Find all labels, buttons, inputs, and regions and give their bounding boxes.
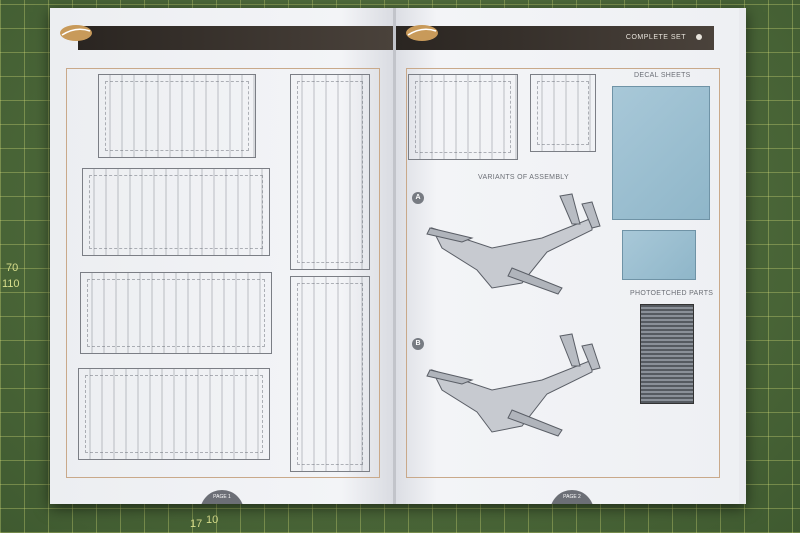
- decal-sheet-small: [622, 230, 696, 280]
- photoetch-fret: [640, 304, 694, 404]
- ruler-number: 110: [2, 278, 20, 290]
- aircraft-variant-b-drawing: [426, 333, 601, 437]
- variants-heading: VARIANTS OF ASSEMBLY: [478, 174, 569, 181]
- decal-sheet-large: [612, 86, 710, 220]
- sprue-B: [82, 168, 270, 256]
- sprue-D: [78, 368, 270, 460]
- right-banner: COMPLETE SET: [396, 26, 714, 50]
- aircraft-variant-a-drawing: [426, 193, 601, 295]
- ruler-number: 17: [190, 518, 203, 530]
- ruler-number: 70: [6, 262, 19, 274]
- sprue-C: [80, 272, 272, 354]
- left-page-tab: PAGE 1: [200, 490, 244, 504]
- sprue-F: [290, 276, 370, 472]
- sprue-E: [290, 74, 370, 270]
- booklet-spine: [393, 8, 396, 504]
- sprue-H: [530, 74, 596, 152]
- brand-logo: [60, 25, 92, 41]
- sprue-frame: [66, 68, 380, 478]
- banner-dot-icon: [696, 34, 702, 40]
- photoetched-parts-heading: PHOTOETCHED PARTS: [630, 290, 714, 297]
- ruler-number: 10: [206, 514, 219, 526]
- right-page: COMPLETE SET DECAL SHEETS VARIANTS OF AS…: [396, 8, 739, 504]
- right-page-tab: PAGE 2: [550, 490, 594, 504]
- brand-logo: [406, 25, 438, 41]
- sprue-A: [98, 74, 256, 158]
- sprue-G: [408, 74, 518, 160]
- variant-a-badge: A: [412, 192, 424, 204]
- content-frame: [406, 68, 720, 478]
- right-banner-title: COMPLETE SET: [625, 34, 686, 41]
- decal-sheets-heading: DECAL SHEETS: [634, 72, 691, 79]
- instruction-booklet: PAGE 1 COMPLETE SET DECAL SHEETS VARIANT…: [50, 8, 746, 504]
- left-page: PAGE 1: [50, 8, 393, 504]
- variant-b-badge: B: [412, 338, 424, 350]
- left-banner: [78, 26, 393, 50]
